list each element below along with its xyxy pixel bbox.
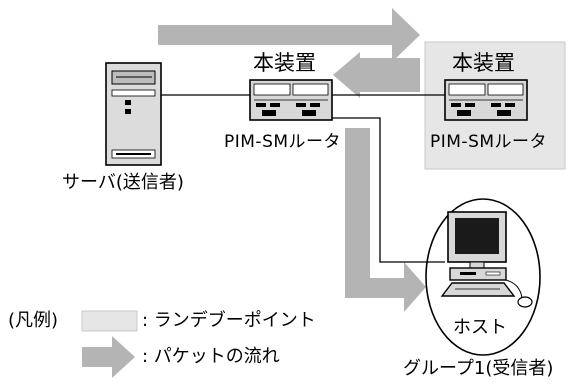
legend-rp-label: : ランデブーポイント (142, 310, 316, 331)
server-icon (105, 62, 162, 166)
router-icon (444, 79, 528, 121)
group-ellipse (425, 198, 541, 356)
router-main-label: PIM-SMルータ (224, 132, 342, 152)
router-rp-title: 本装置 (452, 51, 515, 75)
router-main-title: 本装置 (253, 51, 316, 75)
router-icon (249, 79, 333, 121)
host-computer-icon (440, 211, 516, 297)
group-label: グループ1(受信者) (403, 358, 554, 379)
legend-flow-arrow (82, 336, 135, 378)
flow-arrow-server-to-rp (158, 8, 420, 62)
flow-arrow-rp-to-router (333, 52, 420, 98)
server-label: サーバ(送信者) (62, 172, 184, 193)
router-rp-label: PIM-SMルータ (430, 132, 548, 152)
host-label: ホスト (453, 317, 507, 338)
mouse-icon (505, 279, 533, 308)
legend-flow-label: : パケットの流れ (142, 346, 280, 367)
link-router-host (332, 117, 445, 263)
legend-rp-swatch (81, 310, 138, 332)
legend-heading: (凡例) (8, 310, 59, 331)
flow-arrow-router-to-host (345, 128, 426, 312)
